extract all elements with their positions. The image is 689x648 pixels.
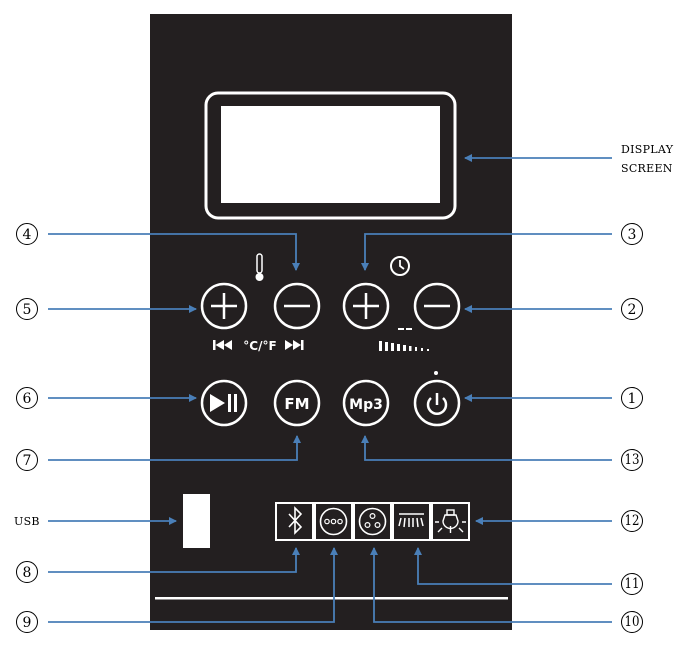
svg-text:5: 5 — [23, 302, 32, 318]
svg-text:2: 2 — [628, 302, 637, 318]
svg-text:11: 11 — [625, 576, 640, 592]
callout-11: 11 — [621, 573, 643, 595]
callout-lines — [48, 154, 612, 623]
callout-line-13 — [361, 435, 612, 461]
callout-8: 8 — [16, 561, 38, 583]
callout-line-3 — [361, 233, 612, 271]
speaker-button[interactable] — [314, 502, 353, 541]
mp3-label: Mp3 — [349, 397, 383, 413]
thermometer-icon — [255, 253, 264, 281]
svg-text:8: 8 — [23, 565, 32, 581]
display-frame — [204, 91, 457, 220]
next-track-icon — [285, 340, 304, 350]
display-screen-label: DISPLAY — [621, 143, 674, 156]
play-pause-button[interactable] — [200, 379, 248, 427]
display-screen — [221, 106, 440, 203]
callout-line-8 — [48, 547, 300, 573]
light-icon — [435, 509, 466, 533]
bluetooth-icon — [288, 506, 303, 535]
power-button[interactable] — [413, 379, 461, 427]
speaker-icon — [319, 507, 348, 536]
callout-5: 5 — [16, 298, 38, 320]
callout-12: 12 — [621, 510, 643, 532]
fan-icon — [358, 507, 387, 536]
heater-button[interactable] — [392, 502, 431, 541]
callout-4: 4 — [16, 223, 38, 245]
previous-track-icon — [213, 340, 232, 350]
panel-divider — [155, 597, 508, 600]
svg-text:6: 6 — [23, 391, 32, 407]
play-pause-icon — [210, 394, 237, 412]
callout-10: 10 — [621, 611, 643, 633]
svg-text:10: 10 — [625, 614, 640, 630]
svg-text:7: 7 — [23, 453, 32, 469]
timer-level-indicator — [379, 328, 429, 351]
power-indicator-dot — [434, 371, 438, 375]
fm-label: FM — [284, 395, 309, 413]
temp-down-button[interactable] — [273, 282, 321, 330]
display-screen-label-2: SCREEN — [621, 162, 673, 175]
fm-button[interactable]: FM — [273, 379, 321, 427]
light-button[interactable] — [431, 502, 470, 541]
fan-button[interactable] — [353, 502, 392, 541]
callout-line-4 — [48, 233, 300, 271]
callout-9: 9 — [16, 611, 38, 633]
timer-down-button[interactable] — [413, 282, 461, 330]
callout-1: 1 — [621, 387, 643, 409]
svg-text:4: 4 — [23, 227, 32, 243]
svg-text:9: 9 — [23, 615, 32, 631]
usb-port[interactable] — [183, 494, 210, 548]
clock-icon — [390, 256, 410, 276]
callout-2: 2 — [621, 298, 643, 320]
timer-up-button[interactable] — [342, 282, 390, 330]
callout-line-9 — [48, 547, 338, 623]
callout-3: 3 — [621, 223, 643, 245]
bluetooth-button[interactable] — [275, 502, 314, 541]
heater-icon — [398, 513, 424, 528]
svg-text:1: 1 — [628, 391, 637, 407]
temp-up-button[interactable] — [200, 282, 248, 330]
svg-text:12: 12 — [625, 513, 640, 529]
callout-line-10 — [370, 547, 612, 623]
usb-label: USB — [14, 515, 40, 528]
mp3-button[interactable]: Mp3 — [342, 379, 390, 427]
callout-7: 7 — [16, 449, 38, 471]
callout-6: 6 — [16, 387, 38, 409]
callout-line-7 — [48, 435, 301, 461]
svg-text:13: 13 — [625, 452, 640, 468]
power-icon — [426, 393, 448, 415]
callout-13: 13 — [621, 449, 643, 471]
temp-unit-label: °C/°F — [243, 339, 276, 353]
callout-line-11 — [414, 547, 612, 585]
svg-text:3: 3 — [628, 227, 637, 243]
